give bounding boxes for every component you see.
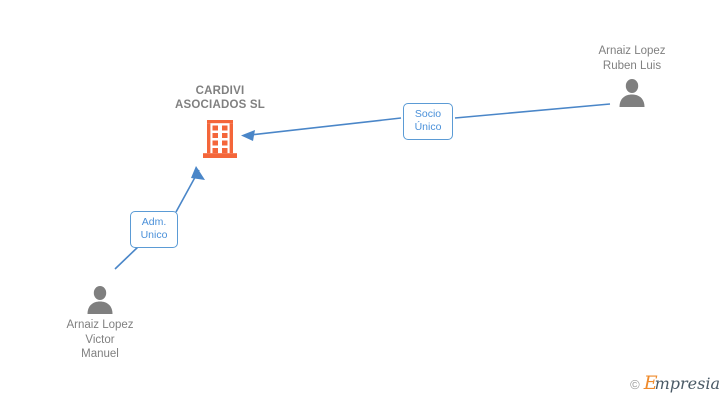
relation-tag-adm-unico[interactable]: Adm. Unico — [130, 211, 178, 248]
empresia-watermark: © Empresia — [630, 374, 720, 394]
person-node-arnaiz-lopez-ruben-luis[interactable]: Arnaiz Lopez Ruben Luis — [562, 44, 702, 107]
arrowhead-socio-unico — [241, 130, 255, 141]
person-icon — [619, 79, 645, 107]
company-name-label: CARDIVI ASOCIADOS SL — [175, 85, 265, 111]
person-icon — [87, 286, 113, 314]
company-node[interactable]: CARDIVI ASOCIADOS SL — [155, 84, 285, 163]
person-node-arnaiz-lopez-victor-manuel[interactable]: Arnaiz Lopez Victor Manuel — [30, 284, 170, 362]
building-icon — [203, 120, 237, 158]
connector-socio-unico-left — [249, 117, 402, 136]
person-name-label: Arnaiz Lopez Ruben Luis — [598, 45, 666, 72]
relation-tag-socio-unico[interactable]: Socio Único — [403, 103, 453, 140]
copyright-icon: © — [630, 376, 640, 392]
connector-adm-unico-lower — [114, 244, 141, 270]
person-name-label: Arnaiz Lopez Victor Manuel — [66, 319, 134, 360]
arrowhead-adm-unico — [191, 166, 205, 180]
brand-initial: E — [643, 372, 658, 394]
connector-socio-unico-right — [454, 103, 611, 119]
brand-logo: Empresia — [644, 374, 720, 394]
brand-rest: mpresia — [654, 374, 720, 393]
